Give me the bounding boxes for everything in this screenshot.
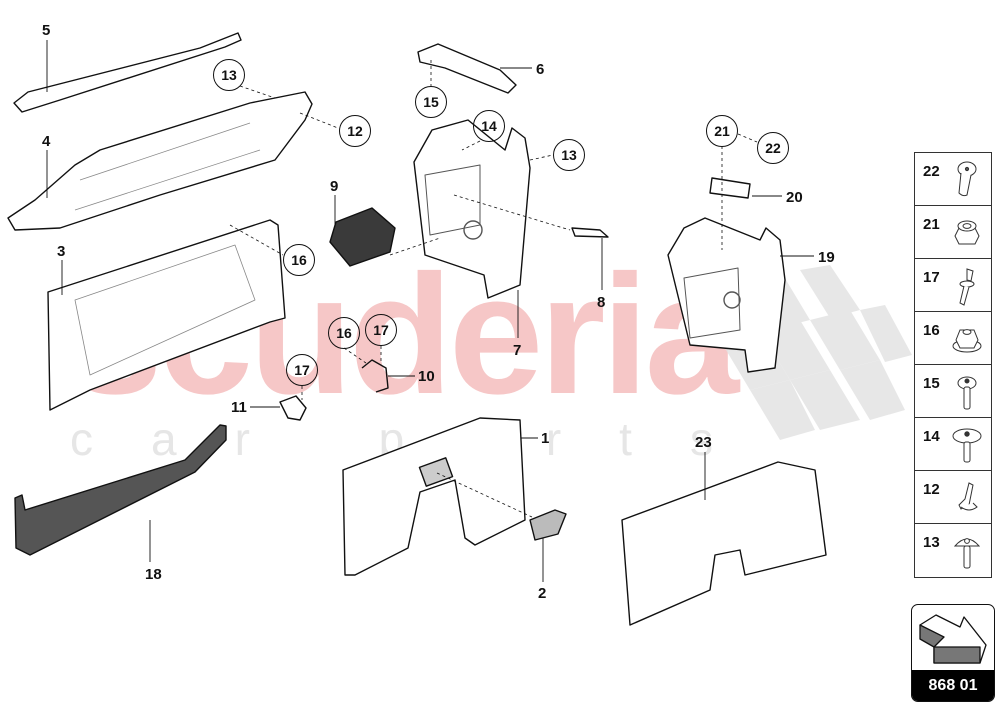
next-page-reference-button[interactable]: 868 01 <box>911 604 995 702</box>
callout-22[interactable]: 22 <box>757 132 789 164</box>
part-6-cover <box>417 43 517 94</box>
legend-number: 13 <box>923 534 940 551</box>
legend-item-21[interactable]: 21 <box>915 206 991 259</box>
legend-number: 21 <box>923 216 940 233</box>
part-18-cargo-net <box>14 424 227 556</box>
flat-head-screw-icon <box>957 161 977 197</box>
part-7-quarter-trim <box>413 119 531 299</box>
part-23-rear-panel <box>621 461 827 626</box>
part-9-grille <box>329 207 396 267</box>
callout-21[interactable]: 21 <box>706 115 738 147</box>
callout-13[interactable]: 13 <box>213 59 245 91</box>
part-20-badge <box>709 177 751 199</box>
part-label-7[interactable]: 7 <box>513 342 522 359</box>
part-1-rear-panel <box>342 417 526 576</box>
part-label-3[interactable]: 3 <box>57 243 66 260</box>
callout-13[interactable]: 13 <box>553 139 585 171</box>
legend-number: 22 <box>923 163 940 180</box>
wide-head-screw-icon <box>952 428 982 463</box>
part-label-6[interactable]: 6 <box>536 61 545 78</box>
callout-17[interactable]: 17 <box>365 314 397 346</box>
diagram-reference-code: 868 01 <box>912 670 994 701</box>
part-3-panel <box>47 219 286 411</box>
legend-item-12[interactable]: 12 <box>915 471 991 524</box>
part-label-5[interactable]: 5 <box>42 22 51 39</box>
part-label-10[interactable]: 10 <box>418 368 435 385</box>
stud-pin-icon <box>959 268 975 306</box>
part-label-20[interactable]: 20 <box>786 189 803 206</box>
callout-17[interactable]: 17 <box>286 354 318 386</box>
legend-number: 12 <box>923 481 940 498</box>
part-label-11[interactable]: 11 <box>231 399 247 416</box>
clip-icon <box>958 482 978 511</box>
part-label-18[interactable]: 18 <box>145 566 162 583</box>
part-label-19[interactable]: 19 <box>818 249 835 266</box>
callout-12[interactable]: 12 <box>339 115 371 147</box>
legend-number: 14 <box>923 428 940 445</box>
fastener-legend: 22 21 17 16 15 14 12 13 <box>914 152 992 578</box>
next-page-arrow-icon <box>919 614 987 664</box>
legend-item-15[interactable]: 15 <box>915 365 991 418</box>
part-label-4[interactable]: 4 <box>42 133 51 150</box>
legend-item-17[interactable]: 17 <box>915 259 991 312</box>
legend-number: 16 <box>923 322 940 339</box>
callout-14[interactable]: 14 <box>473 110 505 142</box>
part-4-sill-cover <box>7 91 313 231</box>
callout-15[interactable]: 15 <box>415 86 447 118</box>
lock-nut-icon <box>954 220 980 245</box>
pan-head-screw-icon <box>957 376 977 410</box>
legend-item-16[interactable]: 16 <box>915 312 991 365</box>
legend-item-14[interactable]: 14 <box>915 418 991 471</box>
callout-16[interactable]: 16 <box>328 317 360 349</box>
legend-item-13[interactable]: 13 <box>915 524 991 577</box>
legend-number: 15 <box>923 375 940 392</box>
part-label-8[interactable]: 8 <box>597 294 606 311</box>
flange-nut-icon <box>952 329 982 353</box>
part-11-bracket <box>279 395 307 421</box>
part-label-23[interactable]: 23 <box>695 434 712 451</box>
part-label-2[interactable]: 2 <box>538 585 547 602</box>
part-2-handle <box>529 509 567 541</box>
part-5-trim-strip <box>13 32 242 113</box>
part-label-9[interactable]: 9 <box>330 178 339 195</box>
callout-16[interactable]: 16 <box>283 244 315 276</box>
part-8-vent <box>571 227 609 238</box>
part-10-bracket <box>361 359 389 393</box>
button-head-screw-icon <box>953 538 981 569</box>
legend-item-22[interactable]: 22 <box>915 153 991 206</box>
legend-number: 17 <box>923 269 940 286</box>
part-label-1[interactable]: 1 <box>541 430 550 447</box>
